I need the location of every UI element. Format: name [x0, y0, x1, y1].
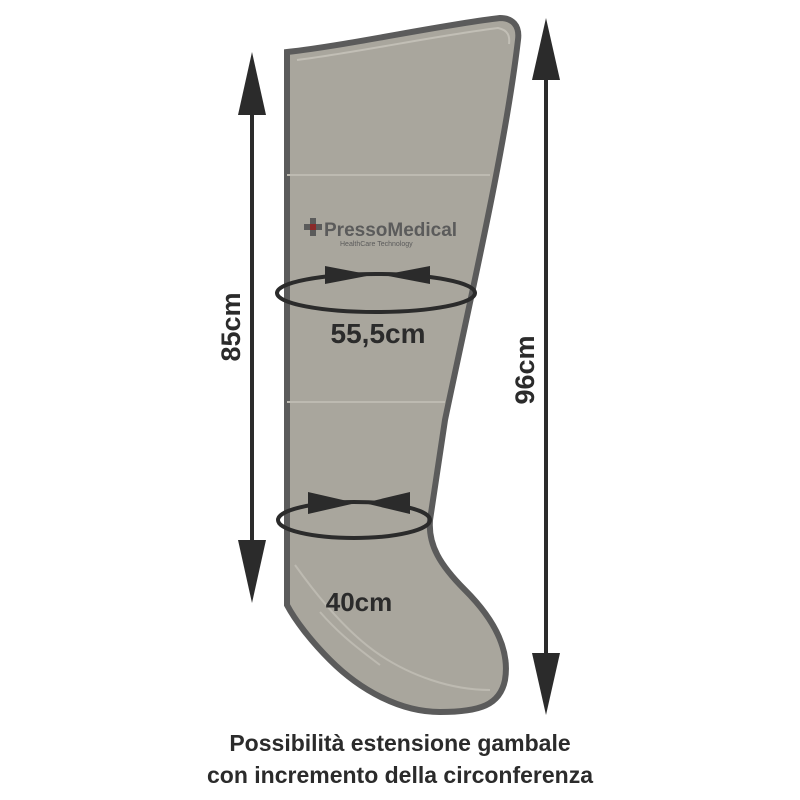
thigh-circumference-ring — [275, 272, 477, 314]
inner-length-label: 85cm — [216, 292, 246, 361]
ankle-circumference-ring — [276, 500, 432, 540]
outer-length-arrow — [532, 18, 560, 715]
caption-line-2: con incremento della circonferenza — [206, 762, 593, 788]
brand-name: PressoMedical — [324, 220, 457, 241]
brand-tagline: HealthCare Technology — [340, 241, 413, 248]
medical-cross-icon — [304, 218, 322, 236]
seam-top — [296, 26, 511, 61]
thigh-circumference-label: 55,5cm — [331, 318, 426, 349]
ankle-arrow-left — [308, 492, 356, 514]
seam-foot — [294, 564, 491, 691]
inner-length-arrow — [238, 52, 266, 603]
leg-sleeve-outline — [284, 14, 522, 716]
thigh-arrow-left — [325, 266, 372, 284]
brand-logo: PressoMedical HealthCare Technology — [304, 218, 457, 248]
seam-foot-inner — [319, 611, 381, 666]
ankle-circumference-label: 40cm — [326, 587, 393, 617]
outer-length-label: 96cm — [510, 335, 540, 404]
caption-line-1: Possibilità estensione gambale — [229, 730, 571, 756]
ankle-arrow-right — [364, 492, 410, 514]
thigh-arrow-right — [383, 266, 430, 284]
